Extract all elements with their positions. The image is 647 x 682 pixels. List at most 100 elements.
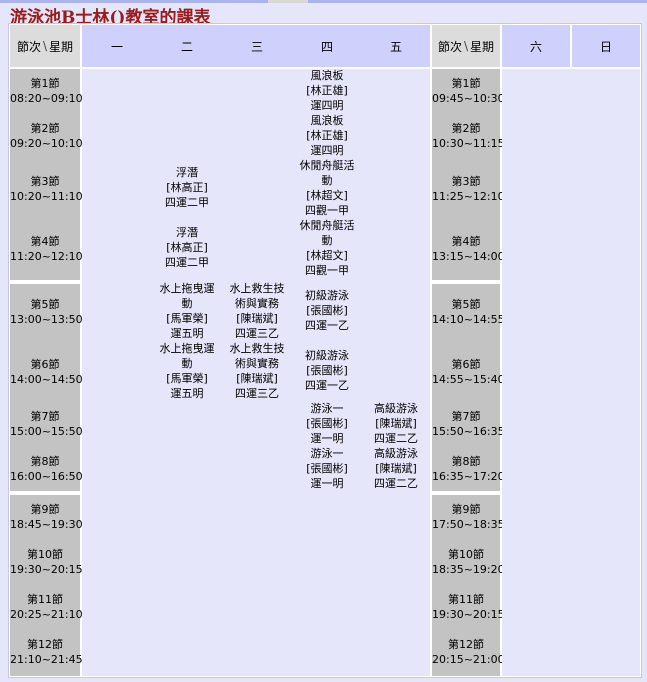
period-time: 17:50~18:35 <box>432 518 505 531</box>
course-cell-thu-p4[interactable]: 休閒舟艇活動[林超文]四觀一甲 <box>292 218 362 278</box>
period-label: 節次 <box>437 39 462 54</box>
course-text: 四觀一甲 <box>305 204 349 217</box>
course-text: [林超文] <box>306 189 348 202</box>
course-cell-tue-p3[interactable]: 浮潛[林高正]四運二甲 <box>152 165 222 210</box>
course-cell-wed-p5[interactable]: 水上救生技術與實務[陳瑞斌]四運三乙 <box>222 281 292 341</box>
course-text: 運一明 <box>310 477 344 490</box>
course-text: [陳瑞斌] <box>375 417 417 430</box>
course-text: 浮潛 <box>176 166 198 179</box>
period-weekday-header-left: 節次 \ 星期 <box>10 25 80 67</box>
period-name: 第2節 <box>451 122 481 135</box>
course-text: 術與實務 <box>235 357 279 370</box>
course-text: 水上救生技 <box>229 342 285 355</box>
course-text: 四運二乙 <box>374 477 418 490</box>
period-time: 13:15~14:00 <box>432 250 505 263</box>
period-time: 15:50~16:35 <box>432 425 505 438</box>
course-text: 四運一乙 <box>305 319 349 332</box>
course-cell-fri-p7[interactable]: 高級游泳[陳瑞斌]四運二乙 <box>362 401 430 446</box>
course-text: 水上救生技 <box>229 282 285 295</box>
course-cell-thu-p1[interactable]: 風浪板[林正雄]運四明 <box>292 68 362 113</box>
period-time: 13:00~13:50 <box>10 313 83 326</box>
course-text: [林高正] <box>166 241 208 254</box>
period-name: 第4節 <box>451 235 481 248</box>
period-time: 16:35~17:20 <box>432 470 505 483</box>
course-cell-thu-p3[interactable]: 休閒舟艇活動[林超文]四觀一甲 <box>292 158 362 218</box>
course-cell-thu-p8[interactable]: 游泳一 [張國彬] 運一明 <box>292 446 362 491</box>
course-cell-fri-p8[interactable]: 高級游泳[陳瑞斌]四運二乙 <box>362 446 430 491</box>
block-divider <box>10 280 80 284</box>
period-time: 21:10~21:45 <box>10 653 83 666</box>
period-name: 第3節 <box>451 175 481 188</box>
course-cell-thu-p2[interactable]: 風浪板[林正雄]運四明 <box>292 113 362 158</box>
period-slot: 第3節 11:25~12:10 <box>432 174 505 204</box>
period-name: 第7節 <box>451 410 481 423</box>
period-name: 第9節 <box>30 503 60 516</box>
page-title: 游泳池B士林()教室的課表 <box>10 8 211 28</box>
course-text: 游泳一 <box>310 447 344 460</box>
header-sat: 六 <box>502 25 570 67</box>
course-text: [陳瑞斌] <box>236 312 278 325</box>
period-time: 09:20~10:10 <box>10 137 83 150</box>
period-name: 第8節 <box>30 455 60 468</box>
period-name: 第10節 <box>448 548 484 561</box>
period-name: 第1節 <box>30 77 60 90</box>
course-text: 四觀一甲 <box>305 264 349 277</box>
header-thu: 四 <box>292 25 362 67</box>
course-text: 游泳一 <box>310 402 344 415</box>
period-time: 11:20~12:10 <box>10 250 83 263</box>
course-text: [林高正] <box>166 181 208 194</box>
period-time: 14:00~14:50 <box>10 373 83 386</box>
course-text: [林正雄] <box>306 84 348 97</box>
period-time: 15:00~15:50 <box>10 425 83 438</box>
course-text: [張國彬] <box>306 304 348 317</box>
period-time: 11:25~12:10 <box>432 190 505 203</box>
period-slot: 第4節 11:20~12:10 <box>10 234 83 264</box>
course-text: 動 <box>321 174 333 187</box>
course-cell-tue-p6[interactable]: 水上拖曳運動[馬軍榮]運五明 <box>152 341 222 401</box>
period-slot: 第1節 08:20~09:10 <box>10 76 83 106</box>
header-divider: \ <box>42 39 48 53</box>
block-divider <box>432 491 500 495</box>
course-cell-thu-p5[interactable]: 初級游泳[張國彬]四運一乙 <box>292 288 362 333</box>
course-text: 四運三乙 <box>235 327 279 340</box>
period-label: 節次 <box>16 39 41 54</box>
period-time: 10:30~11:15 <box>432 137 505 150</box>
period-slot: 第4節 13:15~14:00 <box>432 234 505 264</box>
course-cell-tue-p4[interactable]: 浮潛[林高正]四運二甲 <box>152 225 222 270</box>
period-name: 第5節 <box>451 298 481 311</box>
course-text: 四運一乙 <box>305 379 349 392</box>
block-divider <box>10 491 80 495</box>
top-strip <box>0 0 647 3</box>
course-cell-thu-p7[interactable]: 游泳一[張國彬]運一明 <box>292 401 362 446</box>
top-scroll-nub <box>268 0 308 3</box>
course-cell-thu-p6[interactable]: 初級游泳[張國彬]四運一乙 <box>292 348 362 393</box>
course-text: 動 <box>181 357 193 370</box>
period-name: 第3節 <box>30 175 60 188</box>
course-cell-wed-p6[interactable]: 水上救生技術與實務[陳瑞斌]四運三乙 <box>222 341 292 401</box>
course-text: [張國彬] <box>306 462 348 475</box>
course-text: 四運三乙 <box>235 387 279 400</box>
course-text: 高級游泳 <box>374 402 418 415</box>
course-text: [張國彬] <box>306 364 348 377</box>
weekday-label: 星期 <box>470 39 495 54</box>
period-time: 18:45~19:30 <box>10 518 83 531</box>
period-time: 08:20~09:10 <box>10 92 83 105</box>
period-time: 10:20~11:10 <box>10 190 83 203</box>
period-slot: 第7節 15:50~16:35 <box>432 409 505 439</box>
period-name: 第1節 <box>451 77 481 90</box>
weekend-area <box>502 69 640 676</box>
period-name: 第7節 <box>30 410 60 423</box>
course-text: [馬軍榮] <box>166 372 208 385</box>
course-cell-tue-p5[interactable]: 水上拖曳運動[馬軍榮]運五明 <box>152 281 222 341</box>
period-name: 第10節 <box>27 548 63 561</box>
period-name: 第4節 <box>30 235 60 248</box>
